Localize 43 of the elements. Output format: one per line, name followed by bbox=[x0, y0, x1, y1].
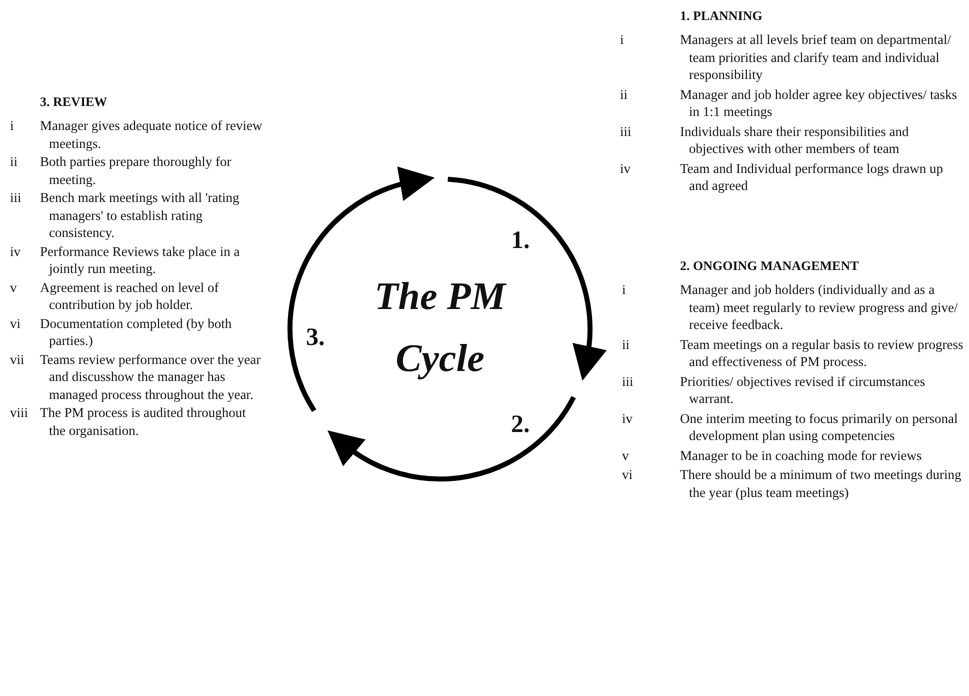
list-item-text: Manager gives adequate notice of review meetings. bbox=[40, 117, 264, 152]
list-item-text: Team and Individual performance logs drawn up and agreed bbox=[680, 160, 944, 194]
item-numeral: i bbox=[620, 31, 625, 48]
list-item-text: There should be a minimum of two meetings during the year (plus team meetings) bbox=[680, 466, 962, 501]
list-item-text: Managers at all levels brief team on departmental/ team priorities and clarify team and individual responsibility bbox=[680, 31, 952, 84]
list-item-text: Priorities/ objectives revised if circumstances warrant. bbox=[680, 372, 926, 408]
item-numeral: iii bbox=[620, 122, 632, 140]
list-item-text: Performance Reviews take place in a jointly run meeting. bbox=[40, 242, 241, 278]
list-item-text: Agreement is reached on level of contribution by job holder. bbox=[40, 278, 220, 314]
list-item-text: One interim meeting to focus primarily on personal development plan using competencies bbox=[680, 410, 959, 444]
list-item-text: Manager and job holder agree key objectives/ tasks in 1:1 meetings bbox=[680, 86, 958, 120]
cycle-title: The PM Cycle bbox=[373, 274, 508, 382]
item-numeral: vi bbox=[622, 466, 634, 484]
item-numeral: viii bbox=[10, 404, 30, 422]
stage-number: 2. bbox=[511, 412, 530, 437]
stage-number: 1. bbox=[511, 228, 530, 253]
list-item-text: Bench mark meetings with all 'rating managers' to establish rating consistency. bbox=[40, 189, 240, 242]
list-item-text: Teams review performance over the year and discusshow the manager has managed process throughout the year. bbox=[40, 350, 262, 403]
item-numeral: ii bbox=[620, 86, 629, 103]
list-item-text: Manager and job holders (individually and as a team) meet regularly to review progress and give/ receive feedback. bbox=[680, 281, 959, 334]
item-numeral: iv bbox=[622, 410, 634, 427]
item-numeral: ii bbox=[10, 153, 19, 170]
item-numeral: iv bbox=[620, 160, 632, 177]
item-numeral: iv bbox=[10, 242, 22, 260]
item-numeral: v bbox=[622, 446, 630, 464]
item-numeral: i bbox=[622, 281, 627, 298]
item-numeral: ii bbox=[622, 336, 631, 353]
list-item-text: Team meetings on a regular basis to review progress and effectiveness of PM process. bbox=[680, 336, 964, 370]
list-item-text: Individuals share their responsibilities and objectives with other members of team bbox=[680, 122, 910, 158]
list-item-text: Both parties prepare thoroughly for meeting. bbox=[40, 153, 232, 188]
item-numeral: iii bbox=[10, 189, 22, 206]
item-numeral: iii bbox=[622, 372, 634, 390]
list-item-text: Manager to be in coaching mode for reviews bbox=[680, 446, 922, 464]
item-numeral: vii bbox=[10, 350, 26, 368]
section-heading: 2. ONGOING MANAGEMENT bbox=[679, 258, 860, 274]
item-numeral: v bbox=[10, 278, 18, 296]
item-numeral: i bbox=[10, 117, 15, 134]
list-item-text: Documentation completed (by both parties.) bbox=[40, 314, 233, 350]
section-heading: 1. PLANNING bbox=[679, 8, 764, 24]
stage-number: 3. bbox=[306, 325, 325, 350]
list-item-text: The PM process is audited throughout the organisation. bbox=[40, 404, 247, 439]
item-numeral: vi bbox=[10, 314, 22, 332]
section-heading: 3. REVIEW bbox=[39, 94, 108, 110]
